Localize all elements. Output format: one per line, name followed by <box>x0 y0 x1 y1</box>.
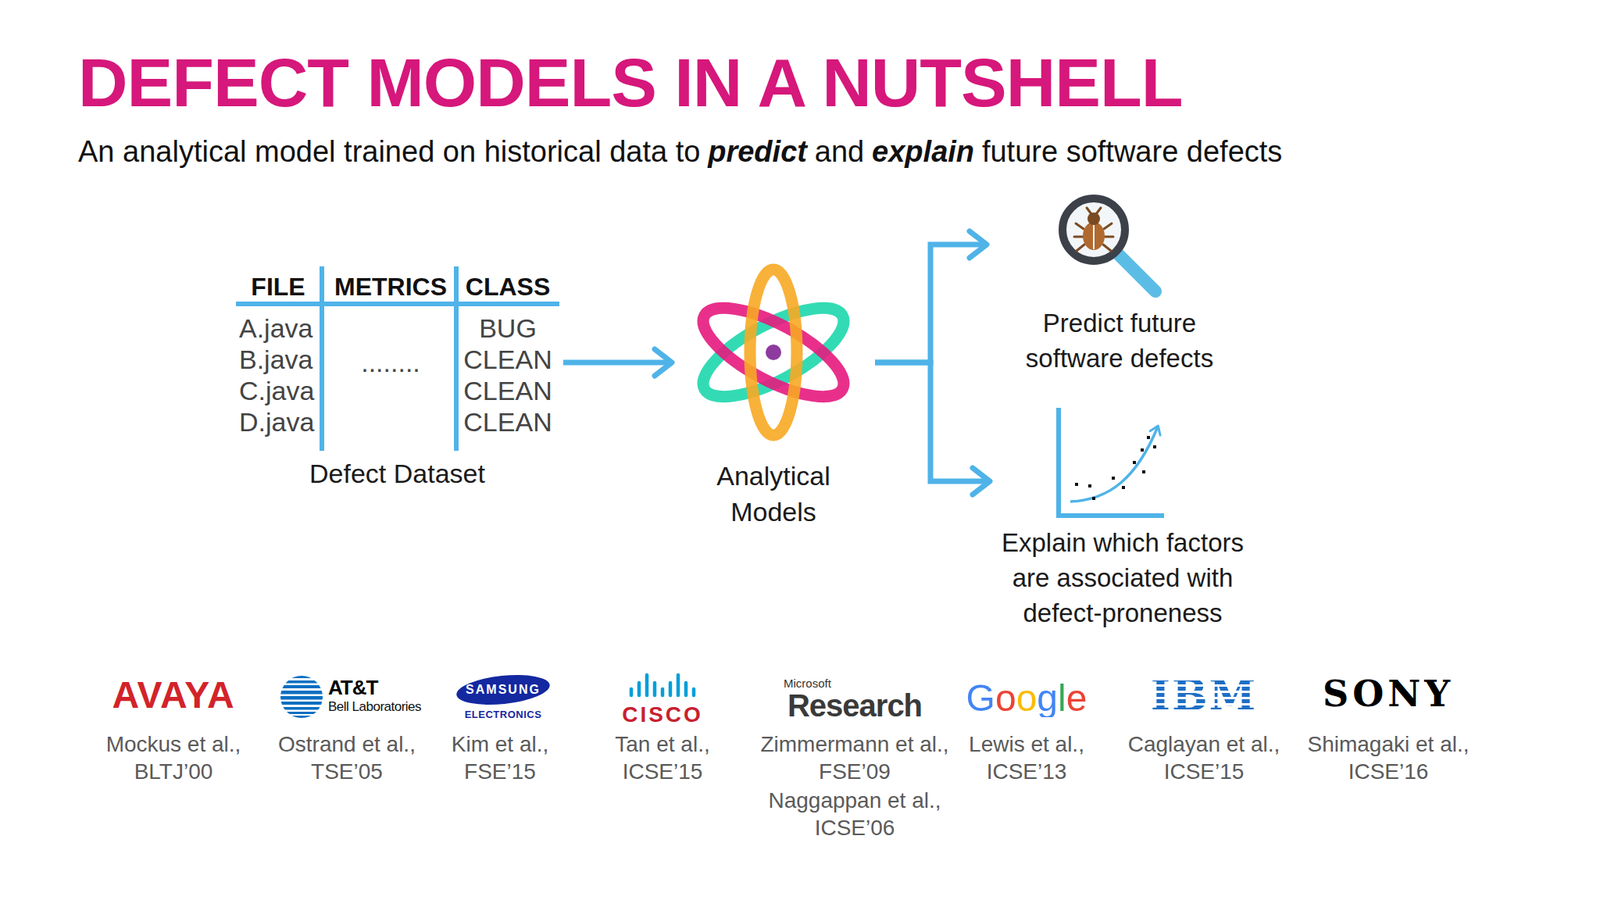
flow-arrow <box>875 362 990 482</box>
company-logo: SAMSUNG <box>465 683 541 697</box>
citation: Ostrand et al., TSE’05 <box>264 730 429 786</box>
trend-chart-icon <box>1058 407 1165 516</box>
citation: Shimagaki et al., ICSE’16 <box>1306 730 1471 786</box>
company-logo: AVAYA <box>111 676 235 715</box>
table-cell: CLEAN <box>460 407 555 438</box>
table-header: METRICS <box>328 272 454 302</box>
explain-output-node: Explain which factors are associated wit… <box>989 402 1256 640</box>
cisco-bars <box>631 675 694 696</box>
magnifier-lens <box>1062 198 1125 261</box>
atom-orbit <box>691 290 856 414</box>
citation: Naggappan et al., ICSE’06 <box>757 786 953 842</box>
node-caption: Defect Dataset <box>231 458 564 490</box>
att-globe <box>280 675 323 718</box>
atom-nucleus <box>765 344 782 361</box>
subtitle-emphasis: predict <box>707 135 808 168</box>
citation: Caglayan et al., ICSE’15 <box>1121 730 1286 786</box>
table-header: CLASS <box>460 272 555 302</box>
table-cell: A.java <box>239 313 318 344</box>
citation: Tan et al., ICSE’15 <box>580 730 745 786</box>
table-header: FILE <box>239 272 318 302</box>
chart-axes <box>1058 407 1165 516</box>
node-caption: Analytical Models <box>703 458 844 531</box>
company-logo: Google <box>966 679 1088 718</box>
citation: Kim et al., FSE’15 <box>417 730 583 786</box>
company-logo: Microsoft <box>783 677 832 690</box>
table-cell: ........ <box>328 347 454 379</box>
company-logo: SONY <box>1322 675 1454 712</box>
bug-legs <box>1074 207 1114 251</box>
company-logo: CISCO <box>621 703 704 726</box>
page-title: DEFECT MODELS IN A NUTSHELL <box>78 48 1183 118</box>
subtitle-emphasis: explain <box>871 135 975 168</box>
bug-wing-split <box>1092 225 1095 250</box>
defect-dataset-table: FILE METRICSCLASS A.javaB.javaC.javaD.java… <box>231 261 564 498</box>
subtitle-text: An analytical model trained on historica… <box>78 135 700 168</box>
table-grid <box>235 266 560 451</box>
company-logo: Bell Laboratories <box>328 700 422 714</box>
citation: Zimmermann et al., FSE’09 <box>757 730 953 786</box>
table-cell: CLEAN <box>460 344 555 375</box>
subtitle-text: future software defects <box>982 135 1283 168</box>
trend-curve <box>1070 426 1158 502</box>
node-caption: Explain which factors are associated wit… <box>989 525 1256 632</box>
bug-head <box>1087 212 1100 225</box>
table-cell: B.java <box>239 344 318 375</box>
company-logo: AT&T <box>328 677 378 698</box>
table-cell: C.java <box>239 375 318 407</box>
subtitle-line: An analytical model trained on historica… <box>78 134 1283 171</box>
predict-output-node: Predict future software defects <box>986 187 1253 385</box>
subtitle-text: and <box>814 135 865 168</box>
samsung-oval <box>454 671 551 709</box>
table-cell: CLEAN <box>460 375 555 407</box>
citation: Mockus et al., BLTJ’00 <box>91 730 256 786</box>
bug-body <box>1082 221 1105 250</box>
magnifier-handle <box>1116 252 1156 292</box>
table-cell: BUG <box>460 313 555 344</box>
flow-arrow <box>875 244 987 363</box>
company-logo: ELECTRONICS <box>464 709 543 720</box>
table-column-rule <box>453 266 459 451</box>
node-caption: Predict future software defects <box>1006 306 1233 376</box>
company-logo: Research <box>787 689 922 722</box>
atom-orbit <box>691 290 856 414</box>
flow-arrow <box>563 360 672 366</box>
magnifier-bug-icon <box>1062 198 1156 292</box>
citation: Lewis et al., ICSE’13 <box>944 730 1109 786</box>
analytical-models-node: Analytical Models <box>671 261 875 539</box>
table-header-rule <box>235 301 560 307</box>
company-logo: IBM <box>1150 674 1258 717</box>
data-points <box>1075 435 1157 500</box>
table-column-rule <box>319 266 325 451</box>
table-cell: D.java <box>239 407 318 438</box>
atom-icon <box>691 269 856 436</box>
atom-orbit <box>750 269 797 436</box>
